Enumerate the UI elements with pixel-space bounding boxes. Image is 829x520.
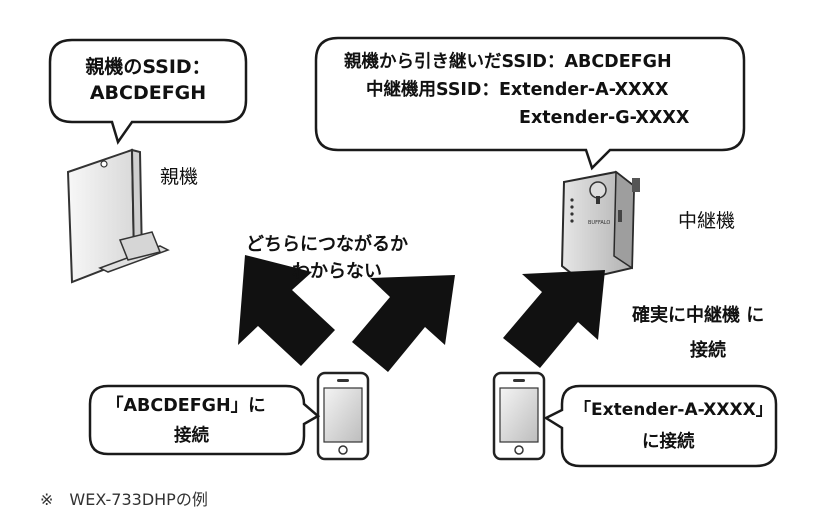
arrow-left-uncertain xyxy=(238,255,335,366)
extender-brand-label: BUFFALO xyxy=(588,220,610,226)
sure-line1: 確実に中継機 に xyxy=(632,305,765,326)
phone-left-line2: 接続 xyxy=(174,426,209,446)
router-ssid-text: 親機のSSID： ABCDEFGH xyxy=(60,54,236,106)
arrow-right-sure xyxy=(503,270,605,368)
phone-left-line1: 「ABCDEFGH」に xyxy=(106,396,266,416)
uncertain-line2: わからない xyxy=(292,261,382,282)
smartphone-right xyxy=(492,371,546,461)
extender-ssid-line3: Extender-G-XXXX xyxy=(519,108,690,128)
router-label: 親機 xyxy=(160,166,199,188)
phone-right-bubble xyxy=(543,384,778,468)
router-ssid-bubble xyxy=(48,38,248,145)
extender-ssid-line2: 中継機用SSID：Extender-A-XXXX xyxy=(366,80,669,100)
phone-left-bubble xyxy=(88,384,321,456)
router-device xyxy=(66,148,170,284)
router-ssid-line1: 親機のSSID： xyxy=(85,56,211,78)
footnote: ※ WEX-733DHPの例 xyxy=(40,490,208,509)
phone-right-line2: に接続 xyxy=(642,432,695,452)
router-ssid-line2: ABCDEFGH xyxy=(89,82,207,104)
extender-ssid-line1: 親機から引き継いだSSID：ABCDEFGH xyxy=(344,52,672,72)
uncertain-line1: どちらにつながるか xyxy=(246,234,408,255)
sure-line2: 接続 xyxy=(690,340,726,361)
extender-device: BUFFALO xyxy=(560,170,640,282)
extender-label: 中継機 xyxy=(678,210,736,232)
extender-ssid-bubble xyxy=(314,36,746,171)
smartphone-left xyxy=(316,371,370,461)
arrow-middle-uncertain xyxy=(352,275,455,372)
phone-right-line1: 「Extender-A-XXXX」 xyxy=(574,400,773,420)
